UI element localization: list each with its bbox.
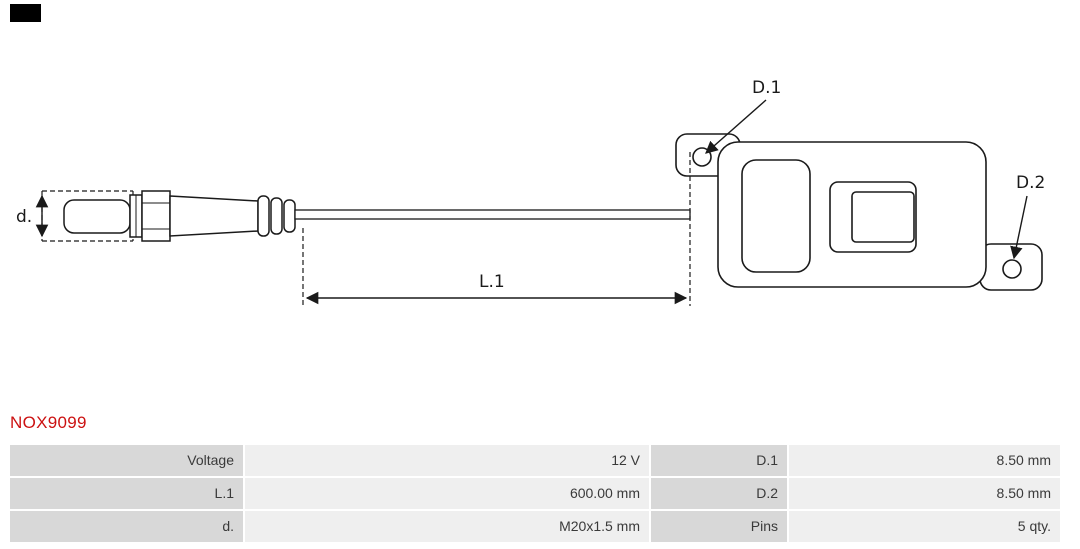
d1-label: D.1 [752, 78, 781, 98]
d-label: d. [16, 207, 32, 227]
sensor-body [169, 195, 259, 237]
spec-label-voltage: Voltage [10, 445, 243, 476]
spec-value-l1: 600.00 mm [245, 478, 649, 509]
control-unit [675, 133, 1043, 291]
d2-label: D.2 [1016, 173, 1045, 193]
sensor-probe [63, 190, 691, 242]
cable-ring-1 [257, 195, 270, 237]
plug-inner [851, 191, 915, 243]
sensor-diagram: d. [16, 78, 1045, 306]
spec-label-d1: D.1 [651, 445, 787, 476]
cable-ring-3 [283, 199, 296, 233]
probe-tip [63, 199, 131, 234]
spec-label-pins: Pins [651, 511, 787, 542]
hex-nut [141, 190, 171, 242]
d2-arrow [1010, 195, 1028, 260]
spec-value-d1: 8.50 mm [789, 445, 1060, 476]
spec-label-d: d. [10, 511, 243, 542]
l1-dimension-group [302, 152, 691, 306]
spec-value-pins: 5 qty. [789, 511, 1060, 542]
spec-value-d: M20x1.5 mm [245, 511, 649, 542]
spec-value-voltage: 12 V [245, 445, 649, 476]
cable [294, 209, 691, 220]
brand-logo [10, 4, 41, 22]
spec-value-d2: 8.50 mm [789, 478, 1060, 509]
spec-label-l1: L.1 [10, 478, 243, 509]
spec-label-d2: D.2 [651, 478, 787, 509]
spec-table: Voltage 12 V D.1 8.50 mm L.1 600.00 mm D… [10, 445, 1060, 542]
mounting-hole-bottom [1002, 259, 1022, 279]
part-number: NOX9099 [10, 413, 87, 432]
inner-connector [741, 159, 811, 273]
cable-ring-2 [270, 197, 283, 235]
d1-arrow [705, 99, 767, 154]
l1-label: L.1 [479, 272, 505, 292]
